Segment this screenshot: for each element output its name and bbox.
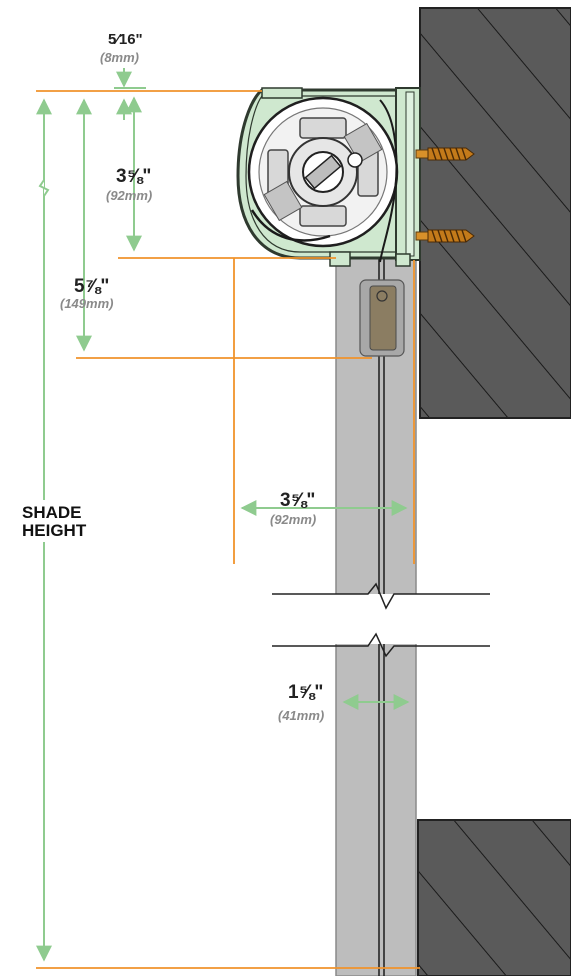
- top-gap-metric: (8mm): [100, 50, 139, 65]
- upper-wall: [419, 7, 571, 419]
- roll-height-value: 3⅝": [116, 166, 151, 187]
- wood-screw-bottom: [415, 229, 475, 243]
- overall-height-value: 5⅞": [74, 276, 109, 297]
- top-gap-value: 5⁄16": [108, 31, 143, 48]
- height-break-mark: [38, 179, 50, 197]
- lower-wall: [417, 819, 571, 976]
- projection-metric: (92mm): [270, 512, 316, 527]
- fabric-wrap: [250, 99, 398, 263]
- shade-height-label-line1: SHADE: [22, 503, 82, 522]
- wood-screw-top: [415, 147, 475, 161]
- overall-height-metric: (149mm): [60, 296, 113, 311]
- roller-tube: [247, 96, 399, 248]
- reference-lines: [36, 90, 420, 969]
- shade-height-label-bg: [20, 500, 82, 542]
- bottom-clip: [359, 279, 405, 357]
- roll-height-metric: (92mm): [106, 188, 152, 203]
- fabric-gap-value: 1⅝": [288, 682, 323, 703]
- shade-fabric: [272, 257, 490, 976]
- shade-height-label-line2: HEIGHT: [22, 521, 87, 540]
- fabric-gap-metric: (41mm): [278, 708, 324, 723]
- projection-value: 3⅝": [280, 490, 315, 511]
